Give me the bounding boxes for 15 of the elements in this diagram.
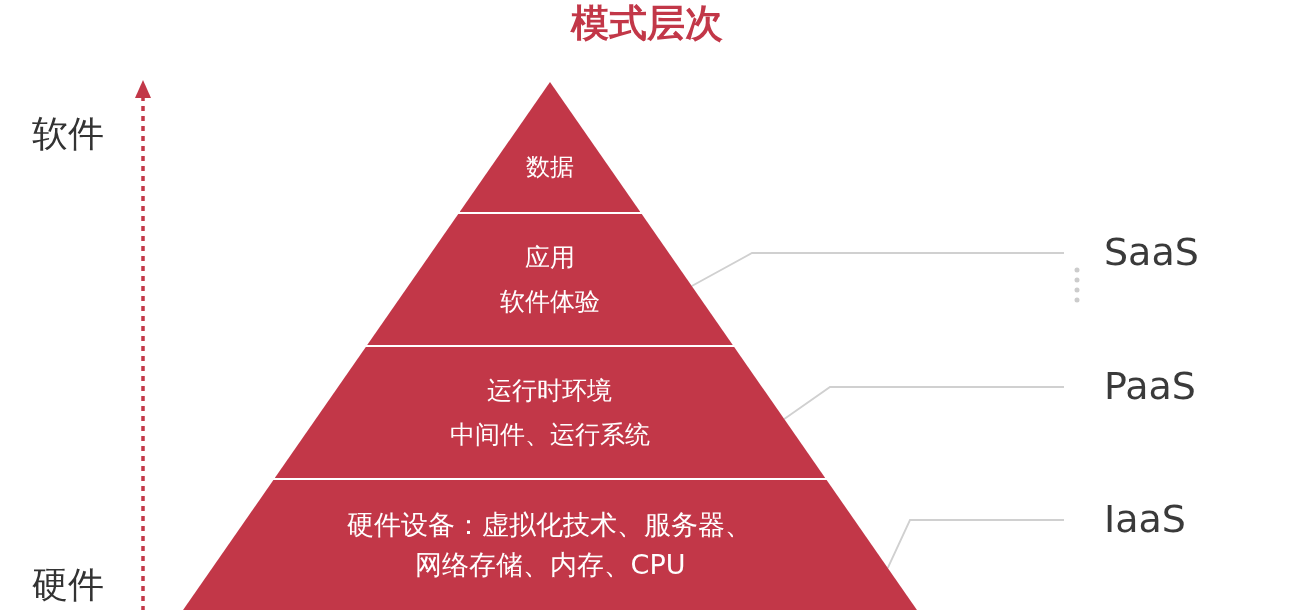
axis-label: 硬件 — [32, 563, 104, 607]
leader-line — [783, 386, 1065, 420]
axis-label: 软件 — [32, 112, 104, 156]
service-model-label: SaaS — [1104, 230, 1199, 276]
layer-text: 运行时环境 — [487, 375, 613, 407]
layer-text: 软件体验 — [500, 285, 600, 318]
layer-text: 应用 — [525, 242, 575, 274]
leader-line — [690, 252, 1065, 287]
layer-text: 硬件设备：虚拟化技术、服务器、网络存储、内存、CPU — [346, 507, 754, 582]
layer-text: 中间件、运行系统 — [450, 418, 650, 451]
service-model-label: PaaS — [1104, 364, 1196, 410]
diagram-title: 模式层次 — [569, 0, 724, 46]
leader-line — [886, 519, 1065, 569]
service-model-label: IaaS — [1104, 497, 1186, 543]
layer-text: 数据 — [526, 152, 574, 183]
